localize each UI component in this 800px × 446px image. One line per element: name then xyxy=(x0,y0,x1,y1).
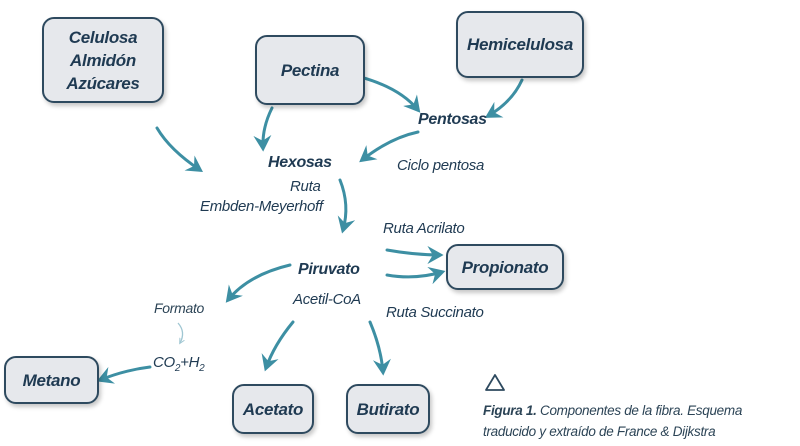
embden-meyerhoff-label: Embden-Meyerhoff xyxy=(200,198,323,215)
metano-label: Metano xyxy=(22,370,81,390)
ruta-label: Ruta xyxy=(290,178,321,195)
ruta-succinato-label: Ruta Succinato xyxy=(386,304,484,321)
arrow-celulosa-to-hexosas xyxy=(155,126,203,172)
acetil-coa-label: Acetil-CoA xyxy=(293,291,361,308)
pentosas-label: Pentosas xyxy=(418,111,487,128)
co2-subscript: 2 xyxy=(174,363,181,374)
butirato-label: Butirato xyxy=(356,399,420,419)
formato-label: Formato xyxy=(154,300,205,316)
arrow-co2-to-metano xyxy=(96,365,152,384)
piruvato-label: Piruvato xyxy=(298,261,360,278)
h2-subscript: 2 xyxy=(199,363,205,374)
arrow-hexosas-to-piruvato xyxy=(337,178,356,234)
caption-lead: Figura 1. xyxy=(483,403,537,418)
box-butirato: Butirato xyxy=(346,384,430,434)
ciclo-pentosa-label: Ciclo pentosa xyxy=(397,157,484,174)
ruta-acrilato-label: Ruta Acrilato xyxy=(383,220,465,237)
arrow-piruvato-to-propionato-succinato xyxy=(385,266,446,285)
box-pectina: Pectina xyxy=(255,35,365,105)
caption-text: Componentes de la fibra. Esquema traduci… xyxy=(483,403,743,439)
hexosas-label: Hexosas xyxy=(268,154,332,171)
box-celulosa-almidon-azucares: Celulosa Almidón Azúcares xyxy=(42,17,164,103)
figure-caption: Figura 1. Componentes de la fibra. Esque… xyxy=(483,400,798,442)
pectina-label: Pectina xyxy=(280,60,340,80)
arrow-acetilcoa-to-acetato xyxy=(261,320,295,372)
acetato-label: Acetato xyxy=(242,399,304,419)
arrow-pentosas-to-hexosas xyxy=(359,130,420,163)
co2-text: CO xyxy=(153,354,175,371)
arrow-formato-to-co2 xyxy=(177,322,183,343)
arrow-hemicelulosa-to-pentosas xyxy=(484,78,524,118)
azucares-label: Azúcares xyxy=(66,73,140,93)
celulosa-label: Celulosa xyxy=(68,27,138,47)
triangle-icon xyxy=(485,374,505,391)
box-acetato: Acetato xyxy=(232,384,314,434)
hemicelulosa-label: Hemicelulosa xyxy=(466,35,573,54)
plus-h-text: +H xyxy=(180,354,200,371)
box-hemicelulosa: Hemicelulosa xyxy=(456,11,584,78)
propionato-label: Propionato xyxy=(461,257,549,277)
almidon-label: Almidón xyxy=(70,50,136,70)
co2-h2-label: CO2+H2 xyxy=(153,354,205,374)
box-propionato: Propionato xyxy=(446,244,564,290)
arrow-piruvato-to-propionato-acrilato xyxy=(385,245,444,264)
box-metano: Metano xyxy=(4,356,99,404)
arrow-pectina-to-hexosas xyxy=(253,106,274,152)
arrow-acetilcoa-to-butirato xyxy=(368,320,391,376)
arrow-piruvato-to-formato xyxy=(225,263,292,303)
